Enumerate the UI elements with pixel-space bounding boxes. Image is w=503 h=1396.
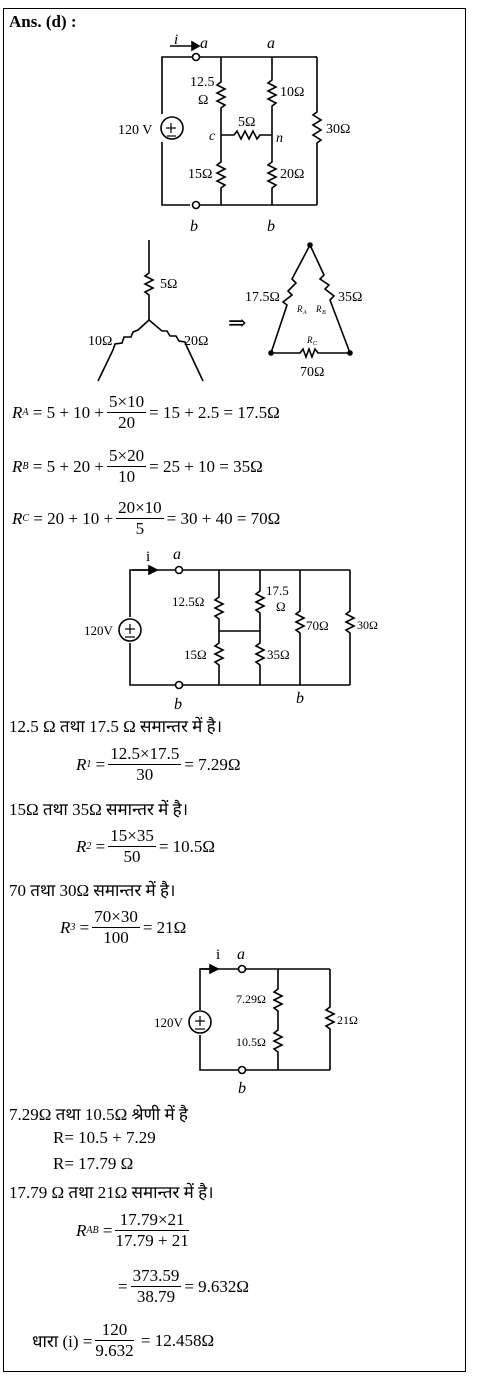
c2-r17-5-unit: Ω (276, 599, 286, 614)
line-parallel-4: 17.79 Ω तथा 21Ω समान्तर में है। (9, 1183, 214, 1202)
transform-arrow: ⇒ (228, 310, 246, 335)
c3-r7-29: 7.29Ω (236, 992, 266, 1006)
c1-r15: 15Ω (188, 167, 212, 182)
c2-node-a: a (173, 546, 181, 563)
delta-label-c: R (306, 335, 313, 345)
c1-node-c: c (209, 129, 216, 144)
delta-label-b-sub: B (322, 310, 326, 316)
c1-node-a1: a (200, 35, 208, 52)
delta-label-a-sub: A (302, 310, 307, 316)
c3-node-b: b (238, 1080, 246, 1097)
delta-ra: 17.5Ω (245, 290, 280, 305)
c3-current: i (216, 947, 220, 963)
circuit-diagram-2: i a b b 120V 12.5Ω 17.5 Ω 70Ω 30Ω 15Ω 35… (84, 546, 378, 713)
c2-source: 120V (84, 623, 114, 638)
circuit-diagram-1: i a a b b c n 120 V 12.5 Ω 10Ω 5Ω 30Ω 15… (118, 32, 350, 235)
c1-source: 120 V (118, 123, 152, 138)
star-delta-diagram: 5Ω 10Ω 20Ω ⇒ 17.5Ω 35Ω 70Ω R A R B R C (88, 240, 362, 382)
line-series: 7.29Ω तथा 10.5Ω श्रेणी में है (9, 1105, 188, 1124)
c1-node-b2: b (267, 218, 275, 235)
answer-label: Ans. (d) : (9, 12, 77, 31)
c2-current: i (146, 549, 150, 565)
line-r-value: R= 17.79 Ω (53, 1154, 134, 1173)
answer-box (3, 8, 466, 1372)
line-r-sum: R= 10.5 + 7.29 (53, 1128, 156, 1147)
c2-node-b2: b (296, 690, 304, 707)
line-parallel-3: 70 तथा 30Ω समान्तर में है। (9, 881, 176, 900)
c3-source: 120V (154, 1015, 184, 1030)
c2-r12-5: 12.5Ω (172, 594, 204, 609)
star-r10: 10Ω (88, 334, 112, 349)
circuit-diagram-3: i a b 120V 7.29Ω 10.5Ω 21Ω (154, 946, 358, 1097)
c1-node-a2: a (267, 35, 275, 52)
c2-r35: 35Ω (267, 647, 290, 662)
c2-r17-5: 17.5 (266, 583, 289, 598)
c2-r30: 30Ω (357, 618, 378, 632)
star-r20: 20Ω (184, 334, 208, 349)
star-r5: 5Ω (160, 277, 177, 292)
c1-node-b1: b (190, 218, 198, 235)
c1-r12-5-unit: Ω (198, 93, 208, 108)
c1-r10: 10Ω (280, 85, 304, 100)
c2-r70: 70Ω (306, 618, 329, 633)
c3-r10-5: 10.5Ω (236, 1035, 266, 1049)
c2-node-b1: b (174, 696, 182, 713)
c3-node-a: a (237, 946, 245, 963)
delta-rb: 35Ω (338, 290, 362, 305)
delta-rc: 70Ω (300, 365, 324, 380)
delta-label-b: R (315, 304, 322, 314)
delta-label-c-sub: C (313, 341, 318, 347)
c1-current: i (174, 32, 178, 48)
c1-r30: 30Ω (326, 122, 350, 137)
line-parallel-2: 15Ω तथा 35Ω समान्तर में है। (9, 800, 189, 819)
line-parallel-1: 12.5 Ω तथा 17.5 Ω समान्तर में है। (9, 717, 223, 736)
c1-r20: 20Ω (280, 167, 304, 182)
c1-r12-5: 12.5 (190, 75, 215, 90)
c1-r5: 5Ω (238, 115, 255, 130)
c2-r15: 15Ω (184, 647, 207, 662)
delta-label-a: R (296, 304, 303, 314)
c3-r21: 21Ω (337, 1013, 358, 1027)
c1-node-n: n (276, 131, 283, 146)
